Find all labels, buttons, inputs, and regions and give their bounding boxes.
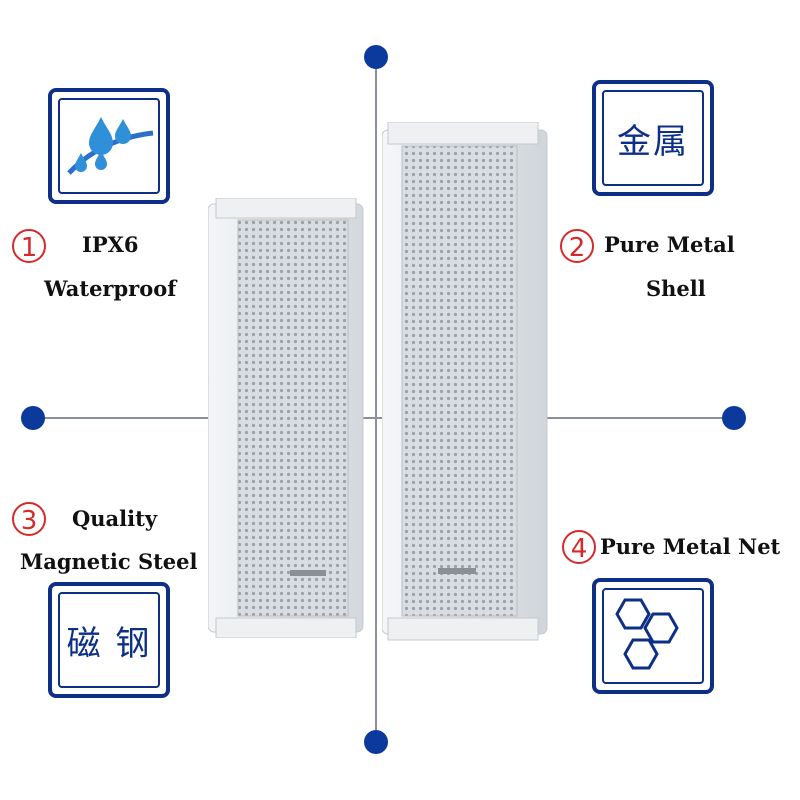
metal-shell-icon-text: 金属	[617, 121, 689, 162]
feature-1-line1: IPX6	[82, 232, 139, 257]
feature-number-3: 3	[12, 502, 46, 536]
speaker-left	[208, 198, 364, 638]
feature-3-line2: Magnetic Steel	[20, 549, 198, 574]
speaker-right	[382, 122, 548, 641]
feature-box-metal-shell: 金属	[592, 80, 714, 196]
feature-box-metal-net	[592, 578, 714, 694]
horizontal-divider-center	[362, 417, 392, 419]
feature-number-1: 1	[12, 229, 46, 263]
feature-box-waterproof	[48, 88, 170, 204]
axis-dot-bottom	[364, 730, 388, 754]
feature-box-magnetic-steel: 磁 钢	[48, 582, 170, 698]
honeycomb-icon	[615, 598, 679, 670]
axis-dot-right	[722, 406, 746, 430]
feature-4-line1: Pure Metal Net	[600, 534, 781, 559]
magnetic-steel-icon-text: 磁 钢	[66, 623, 152, 664]
water-drops-icon	[67, 117, 154, 175]
horizontal-divider-right	[540, 417, 734, 419]
vertical-divider	[375, 56, 377, 740]
feature-number-4: 4	[562, 530, 596, 564]
feature-number-2: 2	[560, 229, 594, 263]
horizontal-divider-left	[32, 417, 220, 419]
feature-2-line2: Shell	[646, 276, 706, 301]
axis-dot-top	[364, 45, 388, 69]
feature-1-line2: Waterproof	[44, 276, 177, 301]
feature-2-line1: Pure Metal	[604, 232, 735, 257]
axis-dot-left	[21, 406, 45, 430]
feature-3-line1: Quality	[72, 506, 158, 531]
